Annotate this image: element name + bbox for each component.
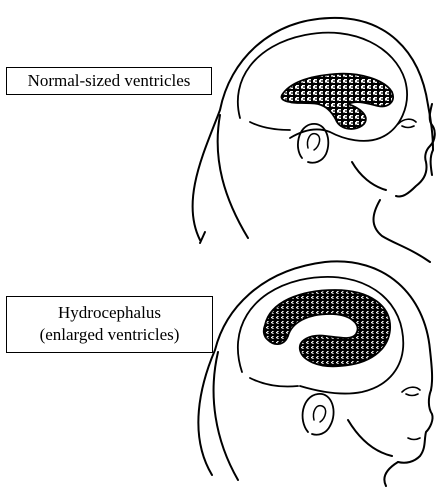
hydro-jaw-line bbox=[348, 420, 392, 456]
hydro-eye bbox=[402, 387, 420, 395]
hydro-back-neck bbox=[214, 352, 238, 480]
hydro-mouth bbox=[408, 438, 420, 440]
hydro-neck bbox=[384, 462, 398, 486]
normal-jaw-line bbox=[352, 162, 386, 190]
normal-head bbox=[193, 18, 435, 262]
normal-ventricles bbox=[281, 74, 393, 129]
hydro-ventricles bbox=[264, 290, 390, 366]
hydro-face-profile bbox=[398, 390, 433, 463]
normal-back-tail bbox=[200, 232, 205, 243]
hydrocephalus-head bbox=[198, 261, 432, 486]
hydro-ear bbox=[303, 394, 334, 435]
normal-back-neck bbox=[218, 115, 248, 238]
normal-neck bbox=[374, 200, 431, 262]
hydro-ear-inner bbox=[313, 406, 325, 422]
normal-cerebellum bbox=[250, 122, 290, 130]
normal-ear-inner bbox=[307, 134, 319, 150]
hydro-cerebellum bbox=[250, 378, 298, 387]
